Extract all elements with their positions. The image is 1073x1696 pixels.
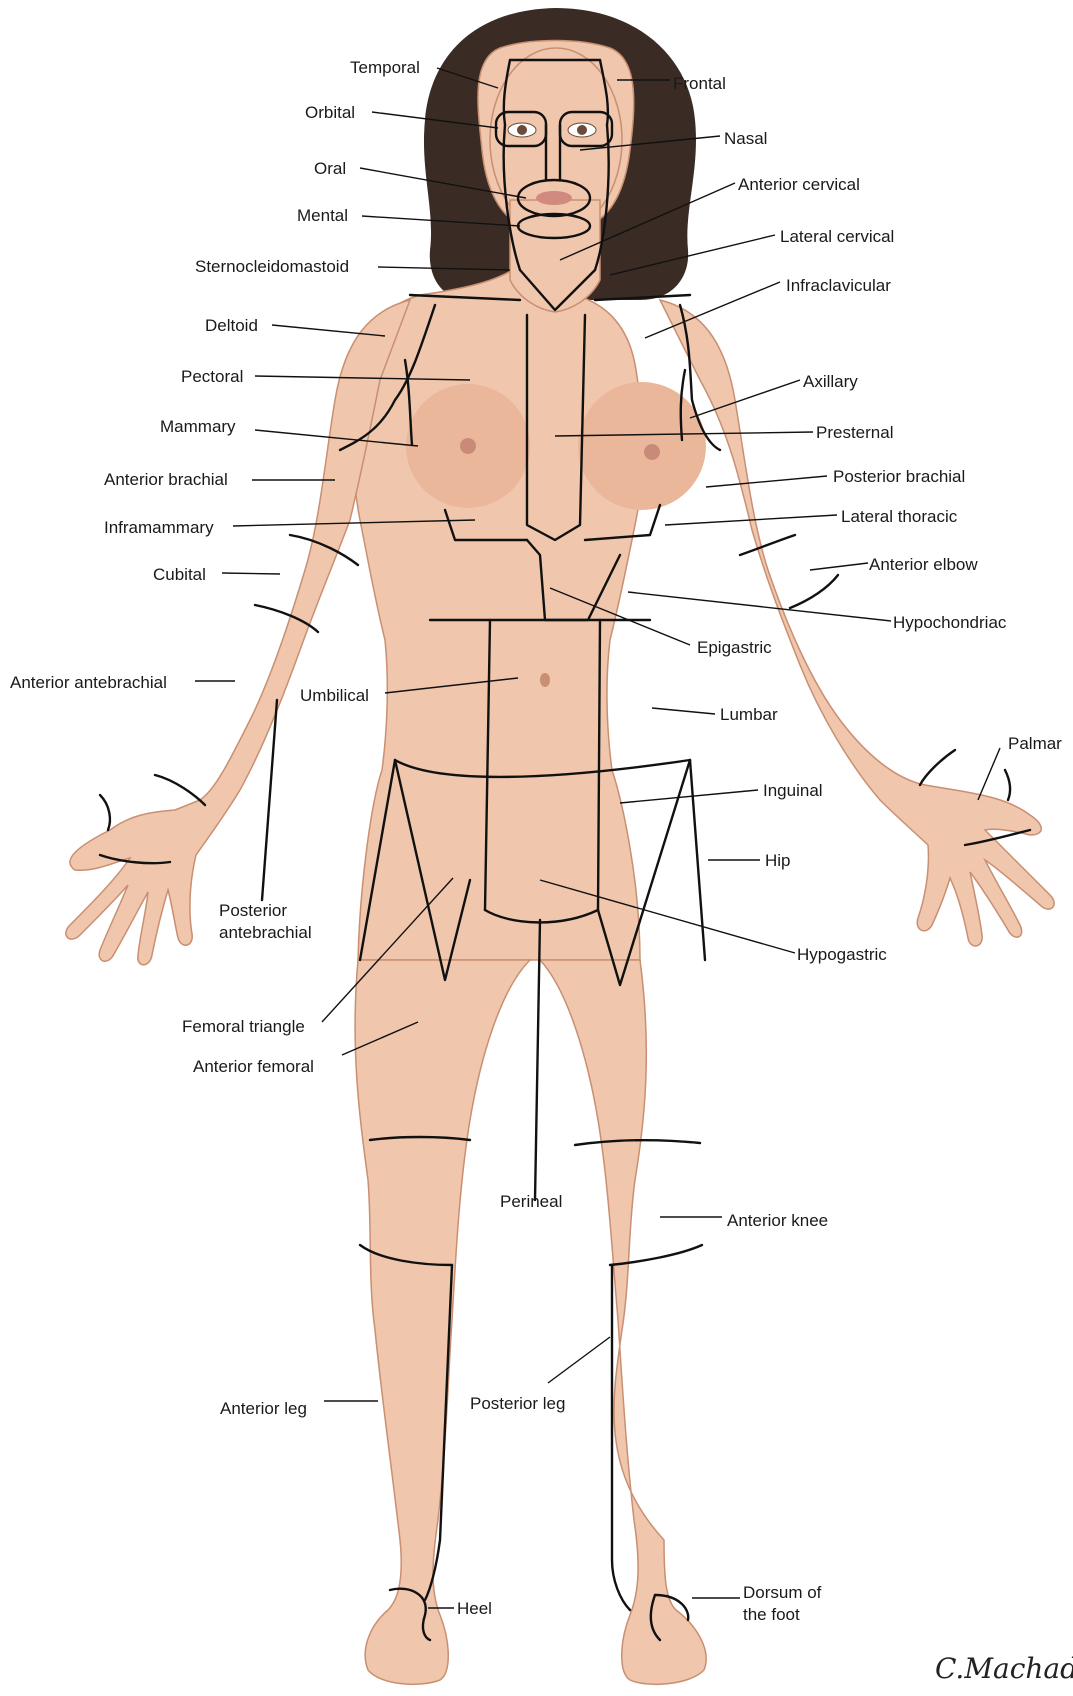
label-epigastric: Epigastric — [697, 638, 772, 657]
label-lateral-cervical: Lateral cervical — [780, 227, 894, 246]
label-posterior-antebrachial-1: Posterior — [219, 901, 287, 920]
label-hip: Hip — [765, 851, 791, 870]
label-posterior-antebrachial-2: antebrachial — [219, 923, 312, 942]
label-infraclavicular: Infraclavicular — [786, 276, 891, 295]
label-anterior-antebrachial: Anterior antebrachial — [10, 673, 167, 692]
lips — [536, 191, 572, 205]
label-nasal: Nasal — [724, 129, 767, 148]
label-anterior-cervical: Anterior cervical — [738, 175, 860, 194]
label-posterior-brachial: Posterior brachial — [833, 467, 965, 486]
label-inguinal: Inguinal — [763, 781, 823, 800]
label-palmar: Palmar — [1008, 734, 1062, 753]
label-sternocleidomastoid: Sternocleidomastoid — [195, 257, 349, 276]
label-lumbar: Lumbar — [720, 705, 778, 724]
legs — [355, 960, 530, 1684]
label-anterior-knee: Anterior knee — [727, 1211, 828, 1230]
label-umbilical: Umbilical — [300, 686, 369, 705]
label-anterior-brachial: Anterior brachial — [104, 470, 228, 489]
label-pectoral: Pectoral — [181, 367, 243, 386]
label-presternal: Presternal — [816, 423, 893, 442]
legs-right — [540, 960, 706, 1684]
artist-signature: C.Machado — [935, 1652, 1073, 1685]
right-arm — [66, 300, 410, 965]
label-temporal: Temporal — [350, 58, 420, 77]
label-anterior-elbow: Anterior elbow — [869, 555, 978, 574]
left-breast — [578, 382, 706, 510]
label-mental: Mental — [297, 206, 348, 225]
label-anterior-leg: Anterior leg — [220, 1399, 307, 1418]
label-cubital: Cubital — [153, 565, 206, 584]
label-inframammary: Inframammary — [104, 518, 214, 537]
label-anterior-femoral: Anterior femoral — [193, 1057, 314, 1076]
label-deltoid: Deltoid — [205, 316, 258, 335]
label-heel: Heel — [457, 1599, 492, 1618]
label-oral: Oral — [314, 159, 346, 178]
label-mammary: Mammary — [160, 417, 236, 436]
label-frontal: Frontal — [673, 74, 726, 93]
label-hypogastric: Hypogastric — [797, 945, 887, 964]
label-posterior-leg: Posterior leg — [470, 1394, 565, 1413]
label-lateral-thoracic: Lateral thoracic — [841, 507, 958, 526]
left-nipple — [644, 444, 660, 460]
label-hypochondriac: Hypochondriac — [893, 613, 1007, 632]
label-perineal: Perineal — [500, 1192, 562, 1211]
right-nipple — [460, 438, 476, 454]
label-dorsum-1: Dorsum of — [743, 1583, 822, 1602]
label-axillary: Axillary — [803, 372, 858, 391]
label-dorsum-2: the foot — [743, 1605, 800, 1624]
label-femoral-triangle: Femoral triangle — [182, 1017, 305, 1036]
navel — [540, 673, 550, 687]
label-orbital: Orbital — [305, 103, 355, 122]
